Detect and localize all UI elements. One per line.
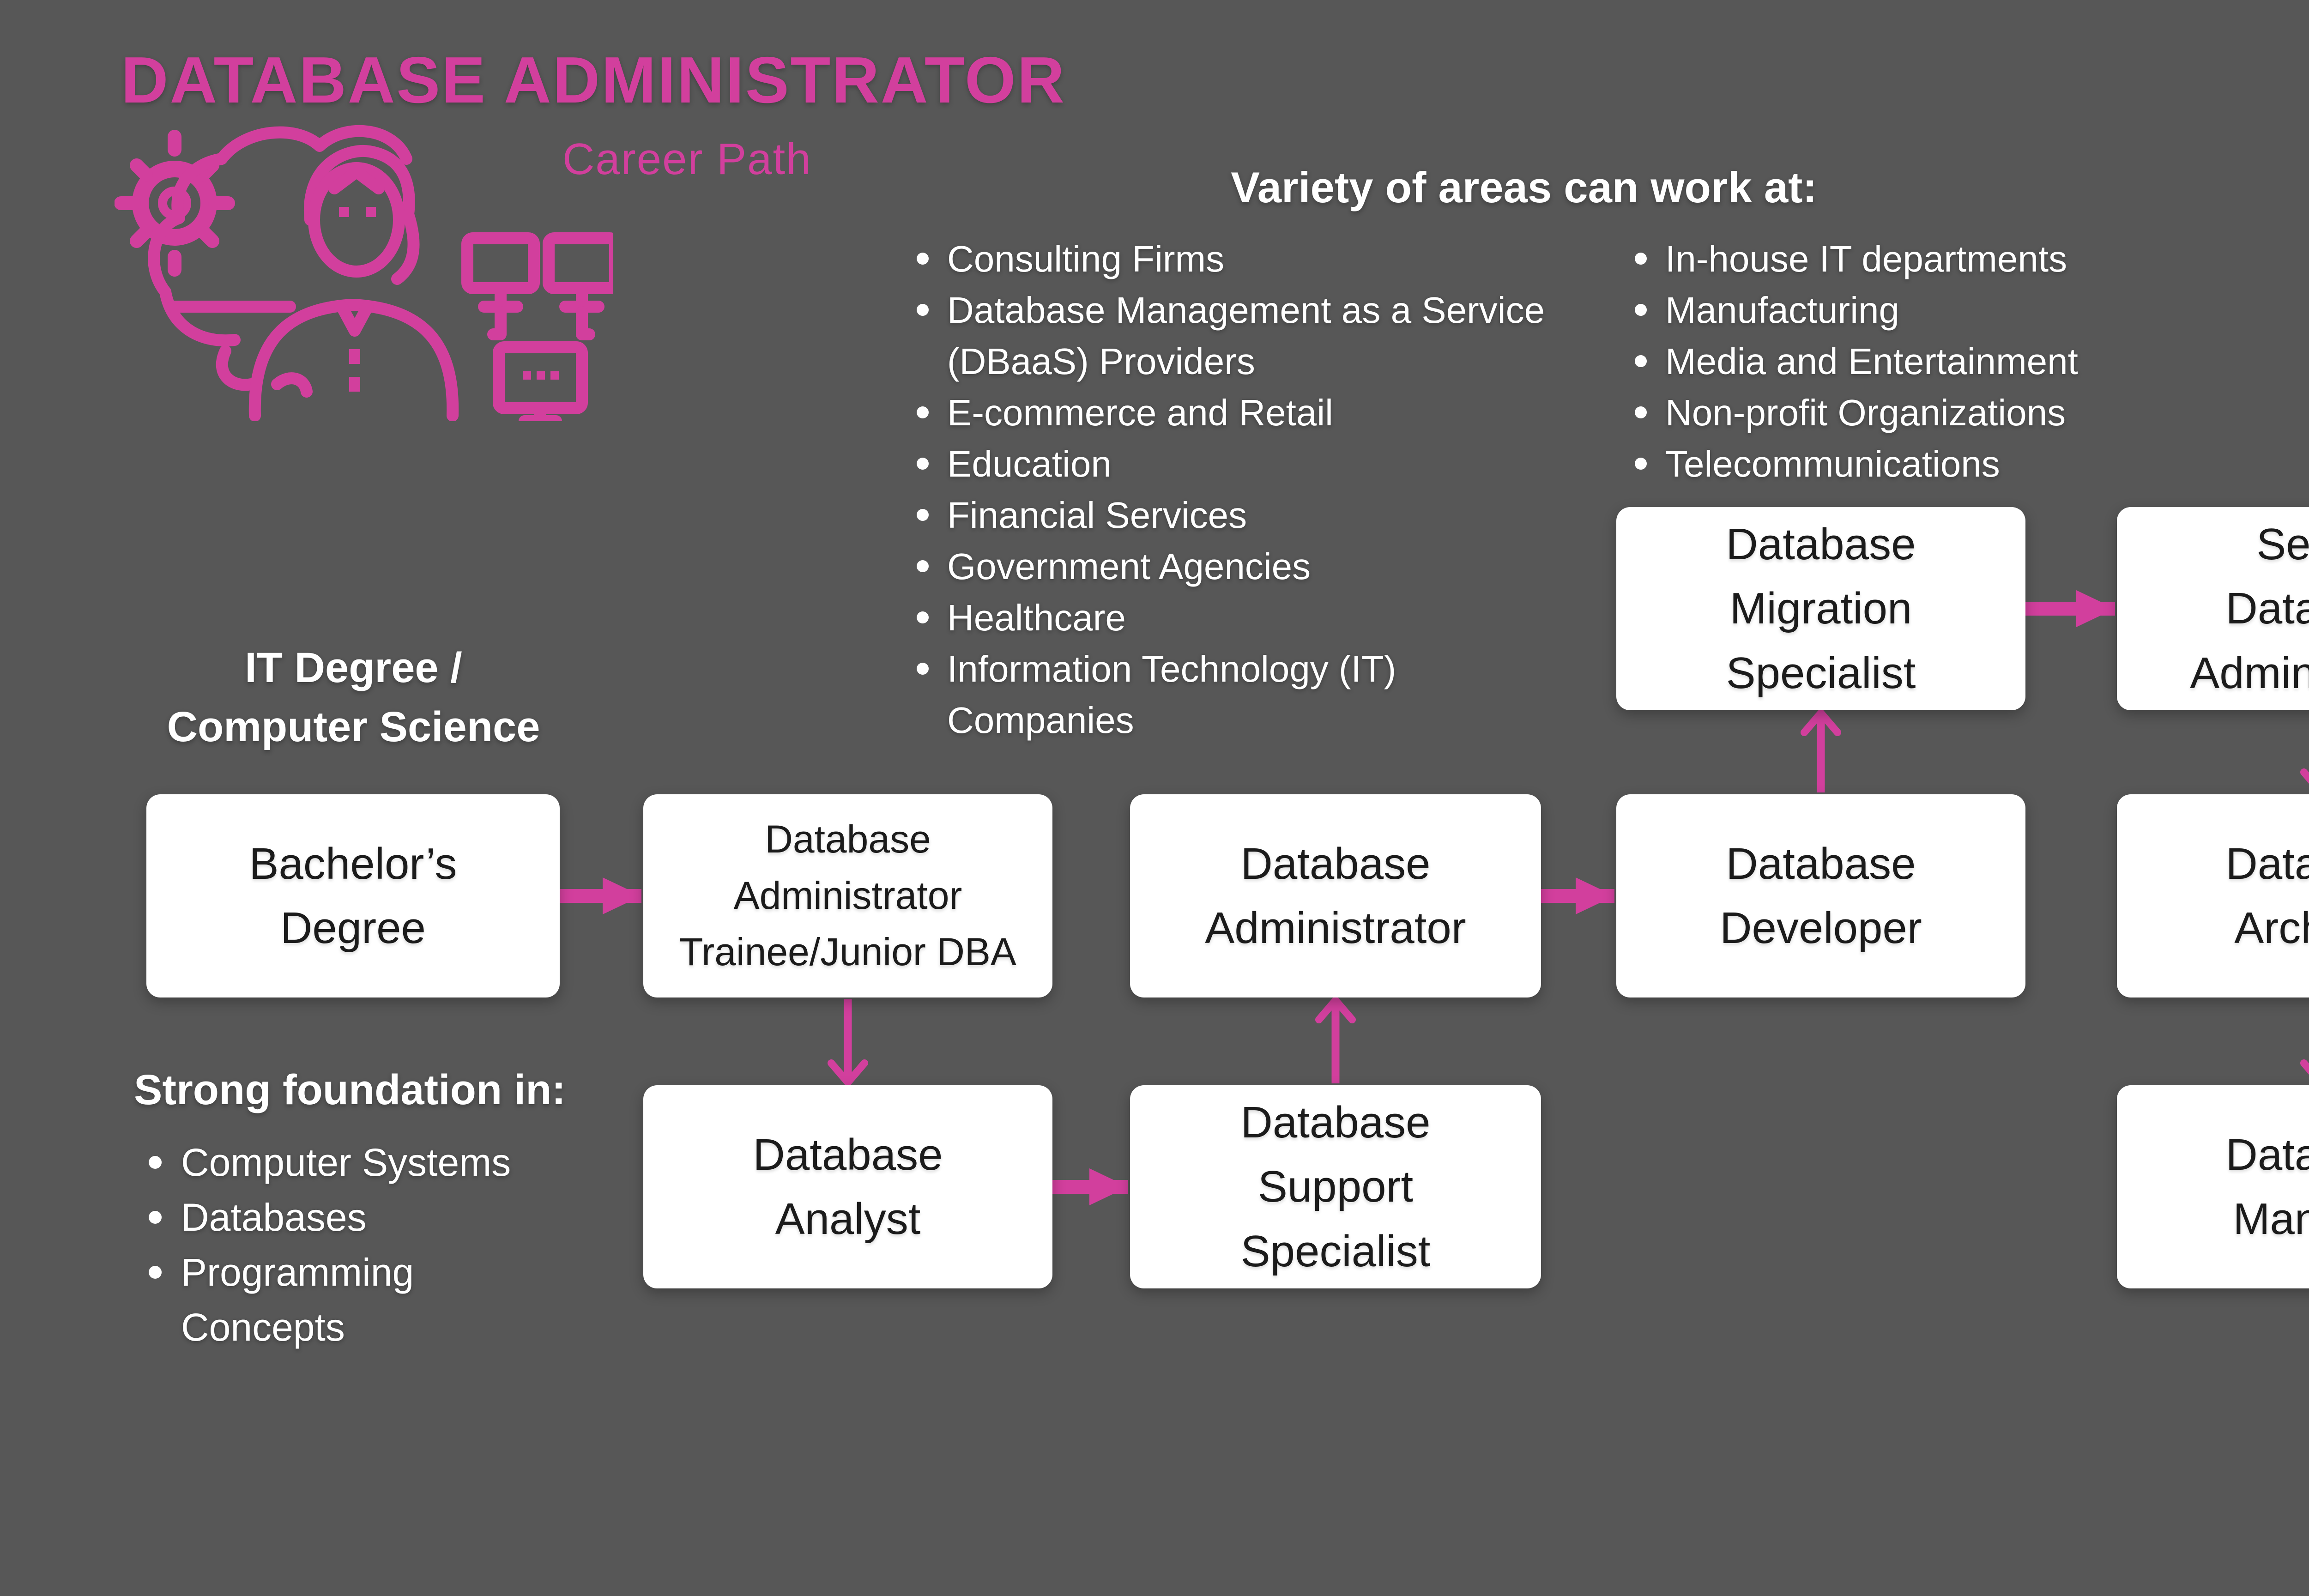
list-item-label: Information Technology (IT) Companies (947, 648, 1396, 741)
career-node-support: Database Support Specialist (1130, 1085, 1541, 1288)
list-item: Financial Services (917, 490, 1637, 541)
career-node-dba: Database Administrator (1130, 794, 1541, 998)
bullet-dot (917, 509, 929, 521)
bullet-dot (1635, 458, 1647, 470)
list-item: Information Technology (IT) Companies (917, 643, 1637, 746)
list-item-label: Manufacturing (1665, 290, 1899, 331)
list-item: Telecommunications (1635, 438, 2281, 490)
list-item: Healthcare (917, 592, 1637, 643)
bullet-dot (917, 611, 929, 623)
list-item: Government Agencies (917, 541, 1637, 592)
bullet-dot (149, 1211, 162, 1224)
list-item: Media and Entertainment (1635, 336, 2281, 387)
career-node-manager: Database Manager (2117, 1085, 2309, 1288)
bullet-dot (917, 560, 929, 572)
list-item: Computer Systems (149, 1135, 511, 1190)
career-node-developer: Database Developer (1616, 794, 2025, 998)
bullet-dot (1635, 406, 1647, 418)
list-item: Database Management as a Service (DBaaS)… (917, 284, 1637, 387)
bullet-dot (1635, 253, 1647, 265)
list-item-label: Education (947, 443, 1112, 484)
list-item-label: Non-profit Organizations (1665, 392, 2066, 433)
list-item-label: Media and Entertainment (1665, 341, 2078, 382)
career-node-label: Database Migration Specialist (1726, 520, 1916, 698)
list-item-label: E-commerce and Retail (947, 392, 1333, 433)
list-item-label: Healthcare (947, 597, 1126, 638)
career-node-label: Database Developer (1720, 839, 1922, 953)
dba-person-gear-computers-icon (114, 111, 621, 427)
list-item-label: Computer Systems (181, 1141, 511, 1184)
list-item-label: Government Agencies (947, 546, 1311, 587)
list-item-label: In-house IT departments (1665, 238, 2067, 279)
career-node-label: Database Support Specialist (1240, 1098, 1431, 1276)
list-item: Education (917, 438, 1637, 490)
list-item: Non-profit Organizations (1635, 387, 2281, 438)
bullet-dot (149, 1266, 162, 1279)
career-node-label: Database Architect (2225, 839, 2309, 953)
career-node-architect: Database Architect (2117, 794, 2309, 998)
page-subtitle: Career Path (562, 134, 812, 184)
list-item-label: Database Management as a Service (DBaaS)… (947, 290, 1545, 382)
list-item-label: Consulting Firms (947, 238, 1225, 279)
foundation-heading: Strong foundation in: (134, 1066, 566, 1113)
list-item: Programming Concepts (149, 1245, 511, 1355)
work-areas-heading: Variety of areas can work at: (1231, 163, 1817, 212)
list-item-label: Financial Services (947, 495, 1247, 536)
career-node-label: Database Administrator Trainee/Junior DB… (679, 817, 1016, 973)
list-item: Consulting Firms (917, 233, 1637, 284)
career-node-label: Senior Database Administrator (2190, 520, 2309, 698)
degree-label: IT Degree / Computer Science (167, 644, 540, 750)
list-item: E-commerce and Retail (917, 387, 1637, 438)
page-title: DATABASE ADMINISTRATOR (121, 43, 1066, 117)
career-node-trainee: Database Administrator Trainee/Junior DB… (643, 794, 1052, 998)
career-node-bachelors: Bachelor’s Degree (146, 794, 560, 998)
career-node-label: Database Administrator (1205, 839, 1466, 953)
career-node-analyst: Database Analyst (643, 1085, 1052, 1288)
bullet-dot (917, 304, 929, 316)
bullet-dot (1635, 304, 1647, 316)
list-item-label: Telecommunications (1665, 443, 2000, 484)
bullet-dot (1635, 355, 1647, 367)
list-item: In-house IT departments (1635, 233, 2281, 284)
bullet-dot (917, 458, 929, 470)
career-node-label: Database Analyst (753, 1130, 943, 1244)
career-node-migration: Database Migration Specialist (1616, 507, 2025, 710)
list-item-label: Programming Concepts (181, 1251, 414, 1349)
bullet-dot (917, 253, 929, 265)
bullet-dot (917, 663, 929, 675)
career-node-label: Database Manager (2225, 1130, 2309, 1244)
list-item: Databases (149, 1190, 511, 1245)
career-node-label: Bachelor’s Degree (249, 839, 457, 953)
list-item: Manufacturing (1635, 284, 2281, 336)
bullet-dot (149, 1156, 162, 1169)
list-item-label: Databases (181, 1196, 367, 1239)
career-node-senior: Senior Database Administrator (2117, 507, 2309, 710)
bullet-dot (917, 406, 929, 418)
